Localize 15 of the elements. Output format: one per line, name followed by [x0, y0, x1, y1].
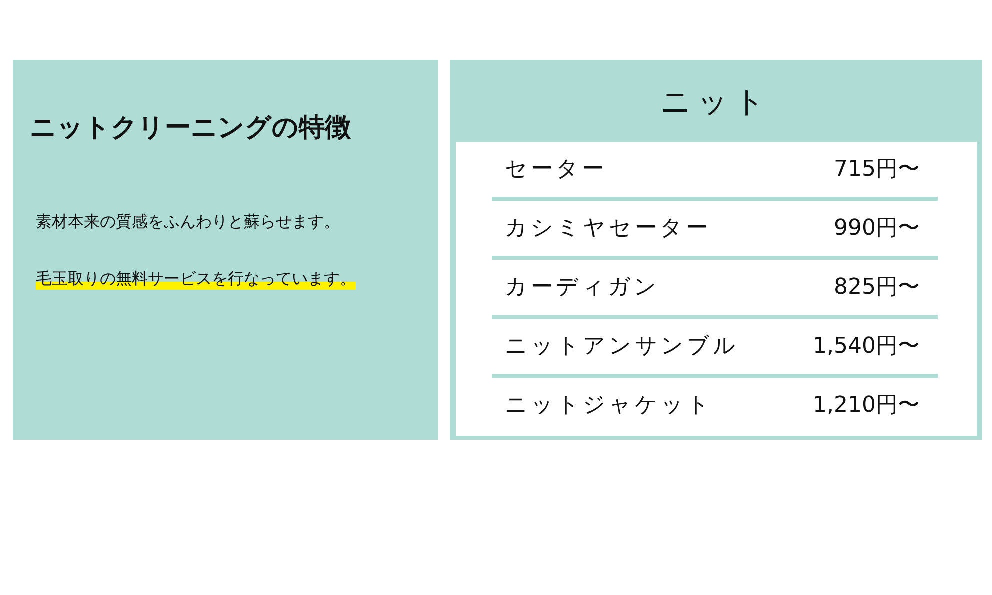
- price-text: 1,540円〜: [813, 333, 920, 361]
- item-name: ニットジャケット: [505, 392, 713, 420]
- item-name: セーター: [505, 156, 607, 184]
- item-name: カーディガン: [505, 274, 660, 302]
- price-text: 825円〜: [834, 274, 920, 302]
- description-text: 素材本来の質感をふんわりと蘇らせます。: [36, 212, 340, 233]
- feature-heading: ニットクリーニングの特徴: [30, 112, 351, 145]
- price-text: 715円〜: [834, 156, 920, 184]
- item-name: ニットアンサンブル: [505, 333, 739, 361]
- category-heading: ニット: [660, 84, 772, 122]
- feature-panel: [13, 60, 438, 440]
- price-panel: [450, 60, 982, 440]
- item-name: カシミヤセーター: [505, 215, 711, 243]
- price-text: 1,210円〜: [813, 392, 920, 420]
- price-text: 990円〜: [834, 215, 920, 243]
